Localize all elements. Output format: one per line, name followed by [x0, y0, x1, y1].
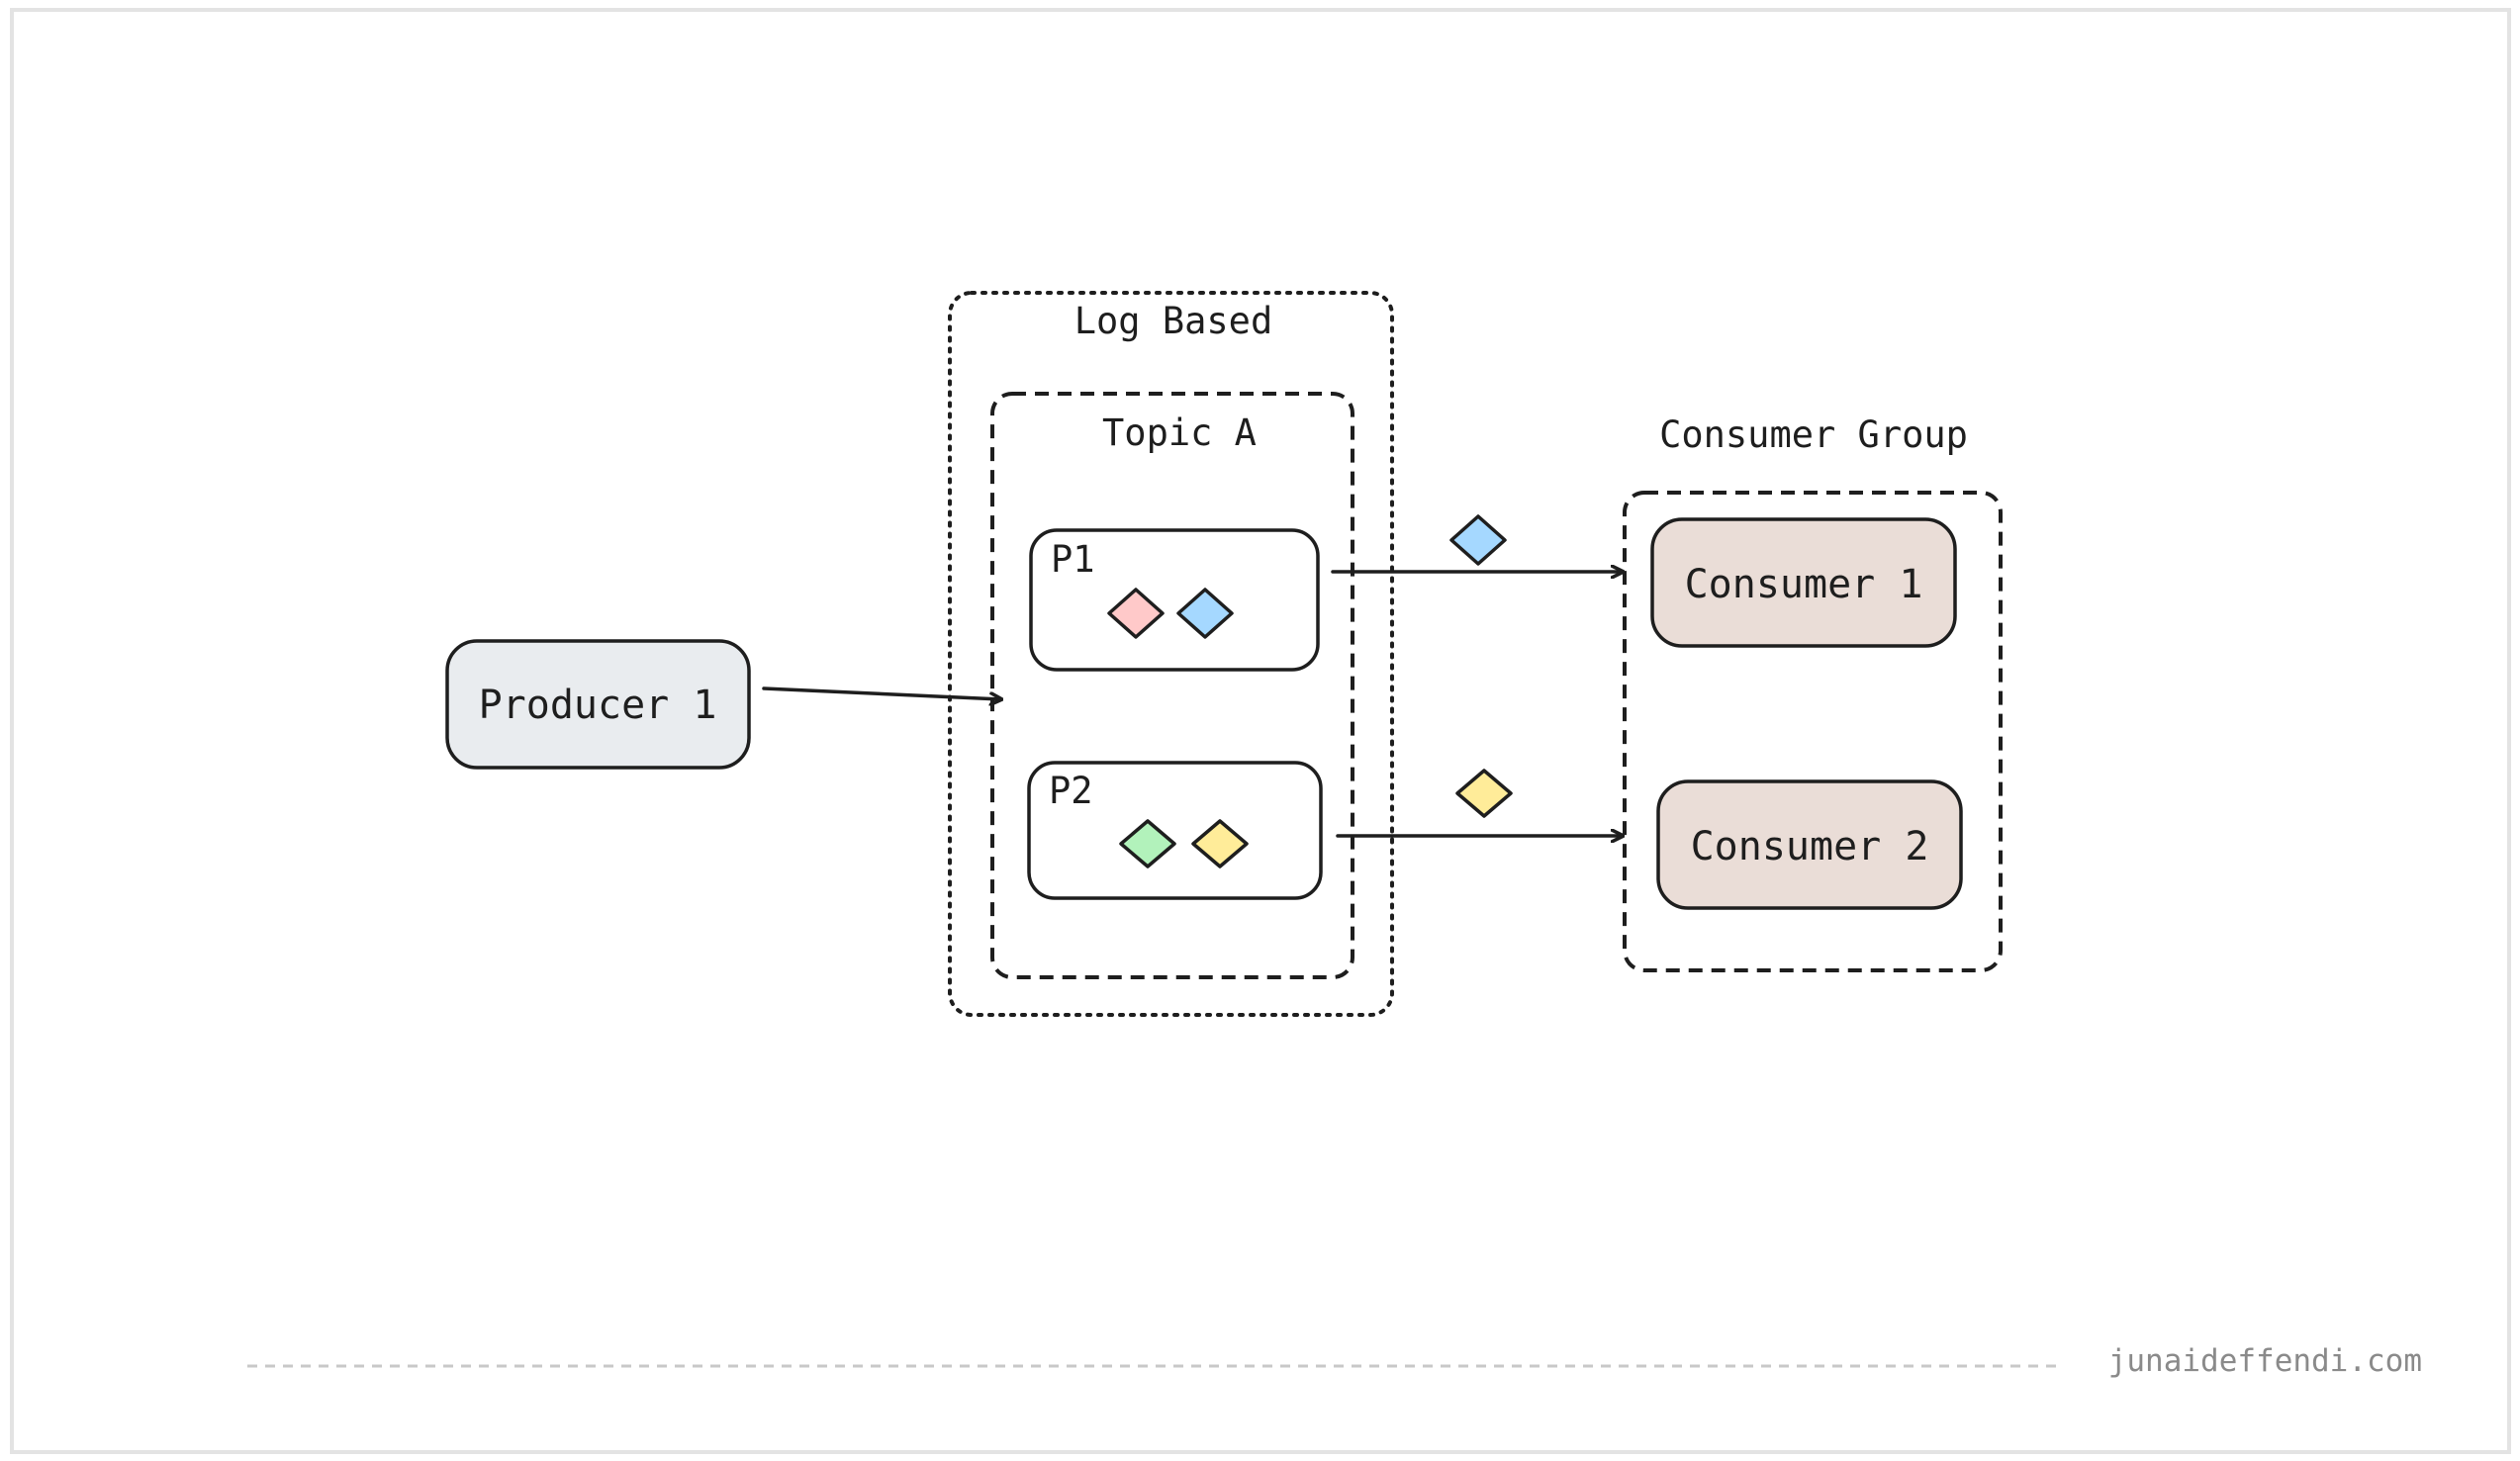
partition-p1: P1 [1029, 528, 1320, 672]
footer-watermark: junaideffendi.com [2108, 1343, 2422, 1379]
consumer-group-label: Consumer Group [1659, 413, 1968, 456]
message-diamond [1176, 588, 1234, 639]
consumer-box [1650, 517, 1957, 648]
consumer-label: Consumer 2 [1691, 824, 1929, 869]
message-diamond [1119, 819, 1176, 868]
producer-node: Producer 1 [445, 639, 751, 770]
message-diamond [1107, 588, 1165, 639]
message-diamond [1191, 819, 1249, 868]
consumer-group-frame [1623, 491, 2003, 972]
partition-label: P1 [1051, 538, 1095, 581]
partition-box [1029, 528, 1320, 672]
in-flight-message-diamond [1455, 769, 1513, 818]
producer-box [445, 639, 751, 770]
producer-label: Producer 1 [479, 683, 717, 728]
partition-p2: P2 [1027, 761, 1323, 900]
topic-label: Topic A [1102, 411, 1257, 454]
partition-box [1027, 761, 1323, 900]
in-flight-message-diamond [1449, 514, 1507, 566]
log-based-label: Log Based [1074, 300, 1272, 342]
topic-frame [990, 392, 1354, 979]
log-based-frame [948, 291, 1394, 1017]
consumer-label: Consumer 1 [1685, 562, 1923, 607]
page-border [10, 8, 2511, 1454]
producer-to-topic-arrow [762, 686, 1001, 699]
consumer-box [1656, 779, 1963, 910]
consumer-2-node: Consumer 2 [1656, 779, 1963, 910]
partition-label: P2 [1049, 770, 1093, 812]
consumer-1-node: Consumer 1 [1650, 517, 1957, 648]
